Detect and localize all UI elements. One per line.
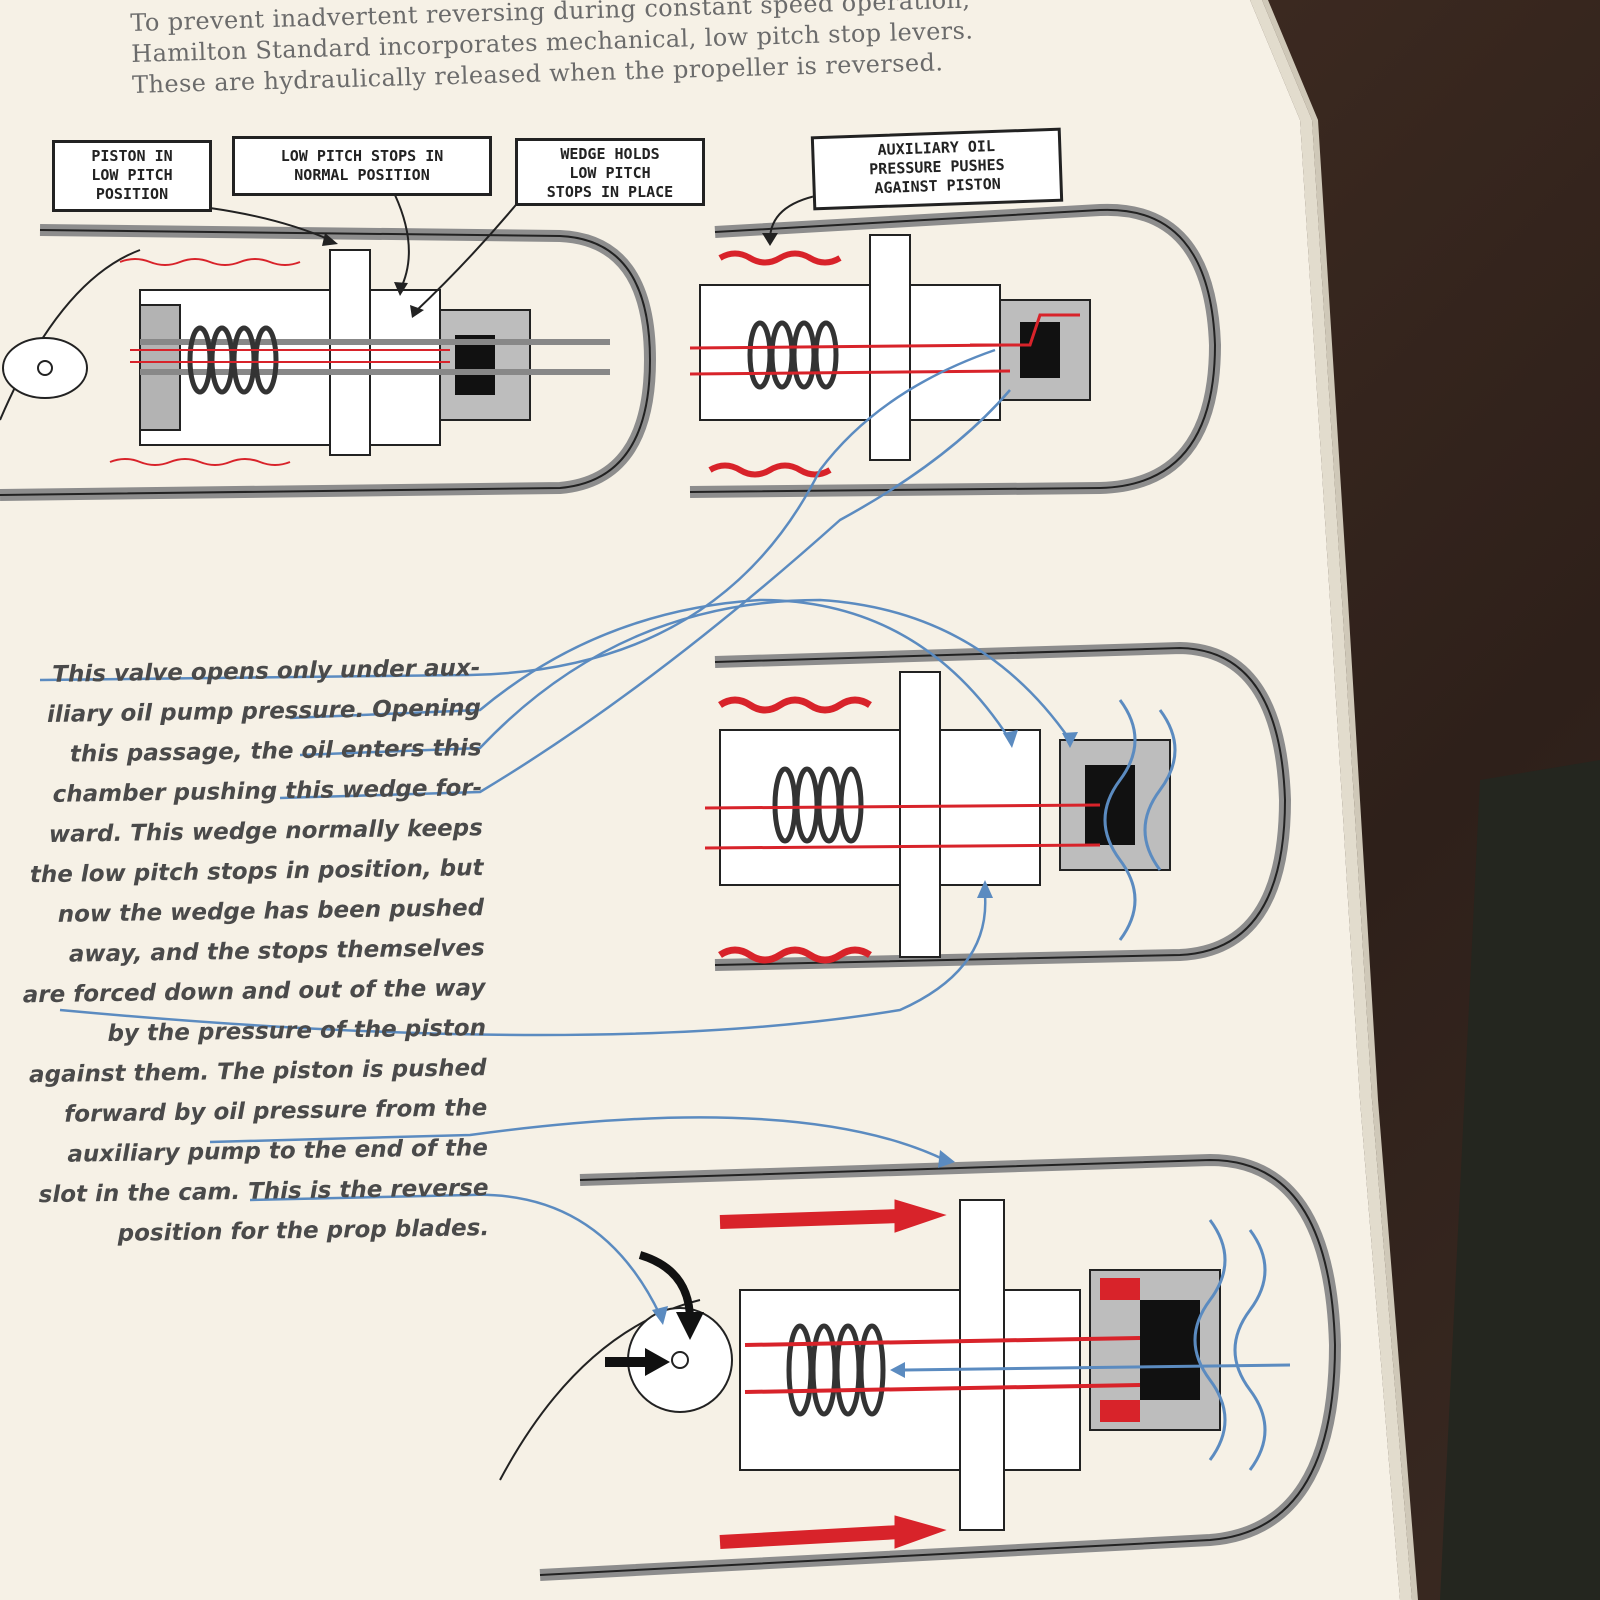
body-line: position for the prop blades. xyxy=(117,1215,490,1247)
text-leader-lines xyxy=(39,348,1072,1316)
callout-line: PISTON IN xyxy=(91,147,173,165)
callout-leaders xyxy=(209,194,821,313)
callout-line: STOPS IN PLACE xyxy=(546,183,674,201)
page-edge xyxy=(1250,0,1412,1600)
page-edge-2 xyxy=(1262,0,1418,1600)
callout-line: POSITION xyxy=(95,185,169,203)
callout-piston-low-pitch: PISTON IN LOW PITCH POSITION xyxy=(52,140,212,212)
diagram-4 xyxy=(499,1153,1342,1581)
callout-line: NORMAL POSITION xyxy=(294,166,430,184)
callout-wedge-holds: WEDGE HOLDS LOW PITCH STOPS IN PLACE xyxy=(515,138,705,206)
callout-line: WEDGE HOLDS xyxy=(560,145,660,163)
book-board xyxy=(1440,760,1600,1600)
callout-line: LOW PITCH xyxy=(91,166,173,184)
callout-line: LOW PITCH xyxy=(569,164,651,182)
diagram-2 xyxy=(689,203,1222,498)
callout-line: LOW PITCH STOPS IN xyxy=(280,147,444,165)
callout-low-pitch-stops: LOW PITCH STOPS IN NORMAL POSITION xyxy=(232,136,492,196)
diagram-1 xyxy=(0,224,657,501)
diagram-3 xyxy=(704,641,1292,971)
explanation-paragraph: This valve opens only under aux- iliary … xyxy=(0,648,499,1256)
callout-auxiliary-oil: AUXILIARY OIL PRESSURE PUSHES AGAINST PI… xyxy=(810,127,1064,211)
